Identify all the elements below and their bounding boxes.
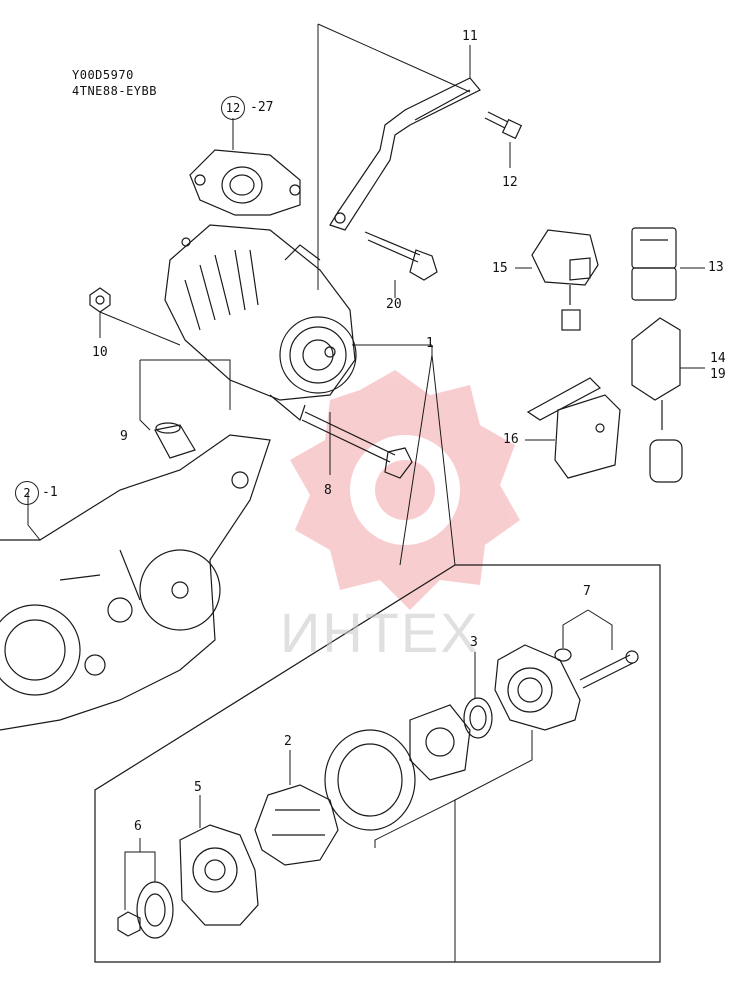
bracket-part — [189, 149, 301, 216]
watermark-gear-icon — [290, 370, 520, 610]
circled-reference: 2 — [15, 481, 39, 505]
sensor-part — [631, 317, 683, 483]
callout-13[interactable]: 13 — [708, 260, 724, 275]
washer-part — [554, 648, 572, 662]
bolt-part — [579, 650, 639, 689]
bolt-part — [484, 111, 523, 140]
callout-20[interactable]: 20 — [386, 297, 402, 312]
callout-5[interactable]: 5 — [194, 780, 202, 795]
stator-part — [324, 729, 416, 831]
callout-11[interactable]: 11 — [462, 29, 478, 44]
callout-7[interactable]: 7 — [583, 584, 591, 599]
exploded-view-frame — [94, 564, 661, 963]
bolt-part — [364, 231, 438, 281]
callout-16[interactable]: 16 — [503, 432, 519, 447]
nut-part — [89, 287, 111, 313]
adjusting-arm-part — [329, 77, 481, 231]
rear-housing-part — [494, 644, 581, 731]
circled-reference: 12 — [221, 96, 245, 120]
callout-8[interactable]: 8 — [324, 483, 332, 498]
bolt-part — [301, 411, 413, 479]
callout-15[interactable]: 15 — [492, 261, 508, 276]
front-housing-part — [179, 824, 259, 926]
pulley-part — [136, 881, 174, 939]
spacer-part — [154, 422, 196, 459]
reference-suffix: -27 — [250, 100, 274, 115]
rotor-part — [254, 784, 339, 866]
engine-housing-part — [0, 434, 271, 731]
watermark-text: ИНТЕХ — [280, 601, 480, 664]
rectifier-part — [409, 704, 471, 781]
regulator-part — [531, 229, 599, 331]
callout-9[interactable]: 9 — [120, 429, 128, 444]
leader-lines — [27, 23, 705, 962]
callout-1[interactable]: 1 — [426, 336, 434, 351]
callout-3[interactable]: 3 — [470, 635, 478, 650]
connector-part — [631, 227, 677, 301]
callout-12[interactable]: 12 — [502, 175, 518, 190]
nut-part — [117, 911, 141, 937]
callout-10[interactable]: 10 — [92, 345, 108, 360]
callout-14[interactable]: 14 — [710, 351, 726, 366]
alternator-part — [164, 224, 357, 422]
diagram-code: Y00D5970 — [72, 68, 134, 82]
callout-19[interactable]: 19 — [710, 367, 726, 382]
callout-2[interactable]: 2 — [284, 734, 292, 749]
relay-part — [526, 377, 621, 479]
bearing-part — [463, 697, 493, 739]
model-code: 4TNE88-EYBB — [72, 84, 157, 98]
callout-6[interactable]: 6 — [134, 819, 142, 834]
reference-suffix: -1 — [42, 485, 58, 500]
